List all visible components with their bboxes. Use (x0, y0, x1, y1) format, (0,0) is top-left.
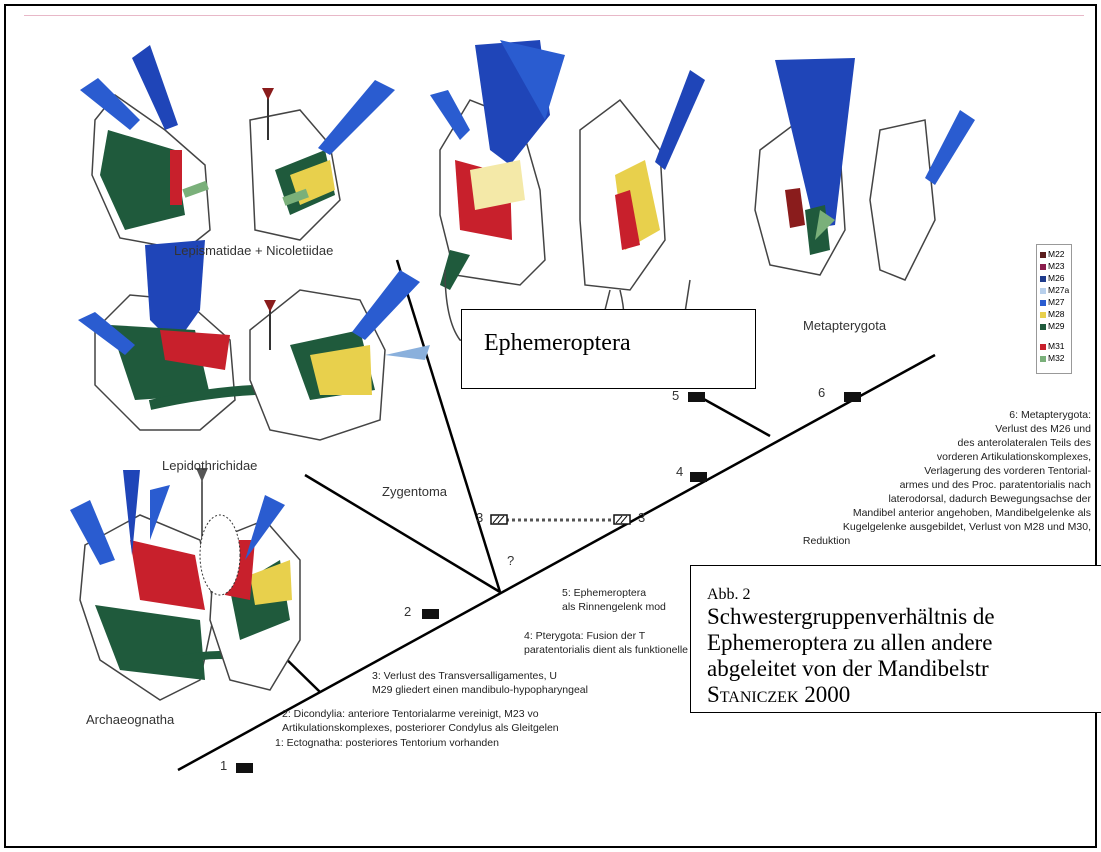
legend-item: M29 (1040, 321, 1065, 331)
legend-item: M26 (1040, 273, 1065, 283)
legend-swatch (1040, 276, 1046, 282)
caption-line: Ephemeroptera zu allen andere (707, 630, 992, 656)
node-5-label: 5 (672, 388, 679, 403)
legend-item: M23 (1040, 261, 1065, 271)
ephemeroptera-box: Ephemeroptera (461, 309, 756, 389)
legend-swatch (1040, 344, 1046, 350)
metapterygota-illustration (755, 58, 975, 280)
node-3a-label: 3 (476, 510, 483, 525)
description-1: 1: Ectognatha: posteriores Tentorium vor… (275, 736, 499, 750)
taxon-metapterygota: Metapterygota (803, 318, 886, 333)
taxon-lepidothrichidae: Lepidothrichidae (162, 458, 257, 473)
archaeognatha-illustration (70, 468, 300, 700)
description-4: 4: Pterygota: Fusion der T paratentorial… (524, 629, 688, 657)
taxon-lepismatidae: Lepismatidae + Nicoletiidae (174, 243, 333, 258)
ephemeroptera-illustration (430, 40, 705, 350)
legend-item: M32 (1040, 353, 1065, 363)
description-6: 6: Metapterygota: Verlust des M26 und de… (843, 408, 1091, 548)
caption-box: Abb. 2 Schwestergruppenverhältnis de Eph… (690, 565, 1101, 713)
legend-swatch (1040, 312, 1046, 318)
legend-item: M27a (1040, 285, 1069, 295)
legend-swatch (1040, 324, 1046, 330)
node-1-label: 1 (220, 758, 227, 773)
branch-ephemeroptera (700, 397, 770, 436)
node-2-label: 2 (404, 604, 411, 619)
node-1-marker (236, 763, 253, 773)
lepidothrichidae-illustration (78, 240, 430, 440)
legend-swatch (1040, 264, 1046, 270)
node-6-marker (844, 392, 861, 402)
node-5-marker (688, 392, 705, 402)
legend-swatch (1040, 252, 1046, 258)
muscle-legend: M22 M23 M26 M27a M27 M28 M29 M31 M32 (1036, 244, 1072, 374)
legend-item: M27 (1040, 297, 1065, 307)
description-2: 2: Dicondylia: anteriore Tentorialarme v… (282, 707, 559, 735)
legend-swatch (1040, 356, 1046, 362)
legend-item: M31 (1040, 341, 1065, 351)
ephemeroptera-label: Ephemeroptera (484, 330, 631, 357)
caption-author: Staniczek 2000 (707, 682, 850, 708)
description-5: 5: Ephemeroptera als Rinnengelenk mod (562, 586, 666, 614)
legend-item: M28 (1040, 309, 1065, 319)
lepismatidae-illustration (80, 45, 395, 250)
legend-swatch (1040, 288, 1046, 294)
description-3: 3: Verlust des Transversalligamentes, U … (372, 669, 588, 697)
node-4-label: 4 (676, 464, 683, 479)
caption-line: Schwestergruppenverhältnis de (707, 604, 995, 630)
node-4-marker (690, 472, 707, 482)
legend-item: M22 (1040, 249, 1065, 259)
legend-swatch (1040, 300, 1046, 306)
uncertain-node-label: ? (507, 553, 514, 568)
node-3b-label: 3 (638, 510, 645, 525)
node-2-marker (422, 609, 439, 619)
taxon-zygentoma: Zygentoma (382, 484, 447, 499)
caption-line: abgeleitet von der Mandibelstr (707, 656, 989, 682)
taxon-archaeognatha: Archaeognatha (86, 712, 174, 727)
node-6-label: 6 (818, 385, 825, 400)
